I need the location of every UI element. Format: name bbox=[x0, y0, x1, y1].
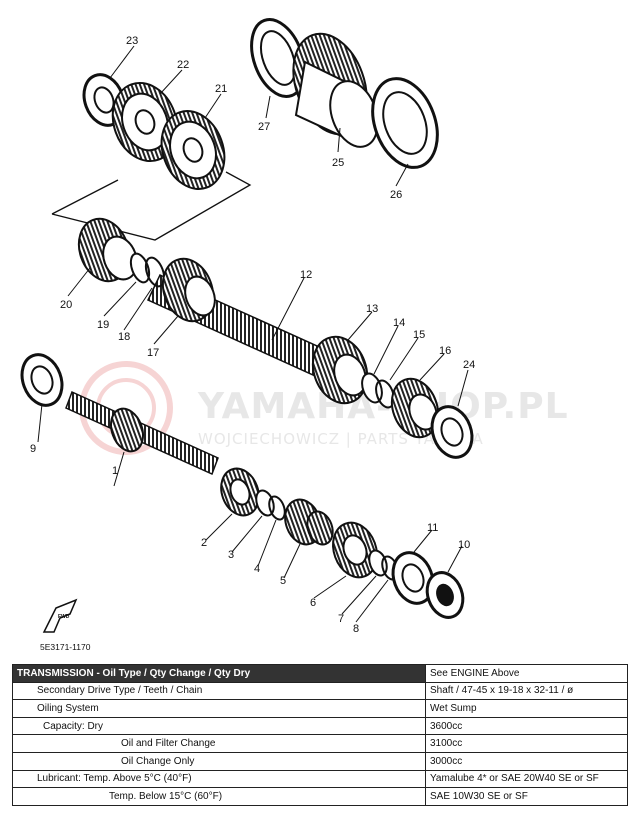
part-21-gear bbox=[160, 110, 226, 190]
row-label: Oil Change Only bbox=[12, 751, 426, 771]
callout-18: 18 bbox=[118, 331, 130, 343]
callout-16: 16 bbox=[439, 345, 451, 357]
callout-labels: 1 2 3 4 5 6 7 8 9 10 11 12 13 14 15 16 1… bbox=[30, 35, 475, 635]
row-label: Temp. Below 15°C (60°F) bbox=[12, 787, 426, 806]
table-row: Temp. Below 15°C (60°F) SAE 10W30 SE or … bbox=[12, 787, 628, 806]
header-value: See ENGINE Above bbox=[425, 664, 628, 683]
callout-14: 14 bbox=[393, 317, 405, 329]
table-header-row: TRANSMISSION - Oil Type / Qty Change / Q… bbox=[12, 664, 628, 683]
table-row: Oil Change Only 3000cc bbox=[12, 751, 628, 771]
table-row: Oil and Filter Change 3100cc bbox=[12, 734, 628, 753]
part-1-main-axle bbox=[65, 390, 219, 476]
callout-11: 11 bbox=[427, 522, 438, 534]
row-value: Shaft / 47-45 x 19-18 x 32-11 / ø bbox=[425, 681, 628, 701]
row-value: Yamalube 4* or SAE 20W40 SE or SF bbox=[425, 769, 628, 789]
part-13-gear bbox=[311, 335, 369, 405]
svg-text:FWD: FWD bbox=[58, 614, 70, 620]
callout-10: 10 bbox=[458, 539, 470, 551]
callout-12: 12 bbox=[300, 269, 312, 281]
row-value: 3600cc bbox=[425, 716, 628, 736]
row-label: Lubricant: Temp. Above 5°C (40°F) bbox=[12, 769, 426, 789]
callout-3: 3 bbox=[228, 549, 234, 561]
part-18-circlip bbox=[144, 256, 166, 288]
callout-23: 23 bbox=[126, 35, 138, 47]
part-19-washer bbox=[129, 252, 151, 284]
fwd-arrow-icon: FWD bbox=[42, 598, 78, 633]
row-value: 3000cc bbox=[425, 751, 628, 771]
row-label: Secondary Drive Type / Teeth / Chain bbox=[12, 681, 426, 701]
part-6-gear bbox=[332, 521, 378, 579]
part-10-oil-seal bbox=[425, 571, 465, 619]
part-27-oil-seal bbox=[250, 18, 306, 98]
part-16-gear bbox=[390, 377, 440, 439]
part-4-circlip bbox=[268, 495, 286, 521]
table-row: Lubricant: Temp. Above 5°C (40°F) Yamalu… bbox=[12, 769, 628, 789]
part-code: 5E3171-1170 bbox=[40, 642, 91, 652]
callout-2: 2 bbox=[201, 537, 207, 549]
part-5-gear bbox=[284, 498, 334, 546]
callout-22: 22 bbox=[177, 59, 189, 71]
transmission-spec-table: TRANSMISSION - Oil Type / Qty Change / Q… bbox=[12, 664, 628, 806]
callout-8: 8 bbox=[353, 623, 359, 635]
part-17-gear bbox=[161, 257, 216, 323]
callout-15: 15 bbox=[413, 329, 425, 341]
callout-20: 20 bbox=[60, 299, 72, 311]
callout-13: 13 bbox=[366, 303, 378, 315]
row-label: Oiling System bbox=[12, 699, 426, 718]
table-row: Oiling System Wet Sump bbox=[12, 699, 628, 718]
table-row: Capacity: Dry 3600cc bbox=[12, 716, 628, 736]
callout-9: 9 bbox=[30, 443, 36, 455]
part-25-gear bbox=[292, 32, 379, 148]
callout-24: 24 bbox=[463, 359, 475, 371]
row-value: SAE 10W30 SE or SF bbox=[425, 787, 628, 806]
part-11-bearing bbox=[391, 551, 435, 605]
callout-19: 19 bbox=[97, 319, 109, 331]
leader-lines bbox=[37, 45, 469, 623]
callout-26: 26 bbox=[390, 189, 402, 201]
row-label: Oil and Filter Change bbox=[12, 734, 426, 753]
callout-6: 6 bbox=[310, 597, 316, 609]
row-value: Wet Sump bbox=[425, 699, 628, 718]
table-row: Secondary Drive Type / Teeth / Chain Sha… bbox=[12, 681, 628, 701]
callout-27: 27 bbox=[258, 121, 270, 133]
part-15-circlip bbox=[375, 379, 395, 409]
callout-25: 25 bbox=[332, 157, 344, 169]
row-label: Capacity: Dry bbox=[12, 716, 426, 736]
part-9-bearing bbox=[20, 353, 64, 407]
callout-1: 1 bbox=[112, 465, 118, 477]
part-2-gear bbox=[220, 467, 260, 517]
callout-4: 4 bbox=[254, 563, 260, 575]
part-24-bearing bbox=[430, 405, 474, 459]
callout-21: 21 bbox=[215, 83, 227, 95]
callout-7: 7 bbox=[338, 613, 344, 625]
callout-17: 17 bbox=[147, 347, 159, 359]
part-26-bearing bbox=[371, 77, 439, 169]
row-value: 3100cc bbox=[425, 734, 628, 753]
transmission-exploded-diagram: YAMAHA-SHOP.PL WOJCIECHOWICZ | PARTS YAM… bbox=[20, 18, 568, 652]
part-20-gear bbox=[77, 217, 138, 283]
callout-5: 5 bbox=[280, 575, 286, 587]
header-label: TRANSMISSION - Oil Type / Qty Change / Q… bbox=[12, 664, 426, 683]
